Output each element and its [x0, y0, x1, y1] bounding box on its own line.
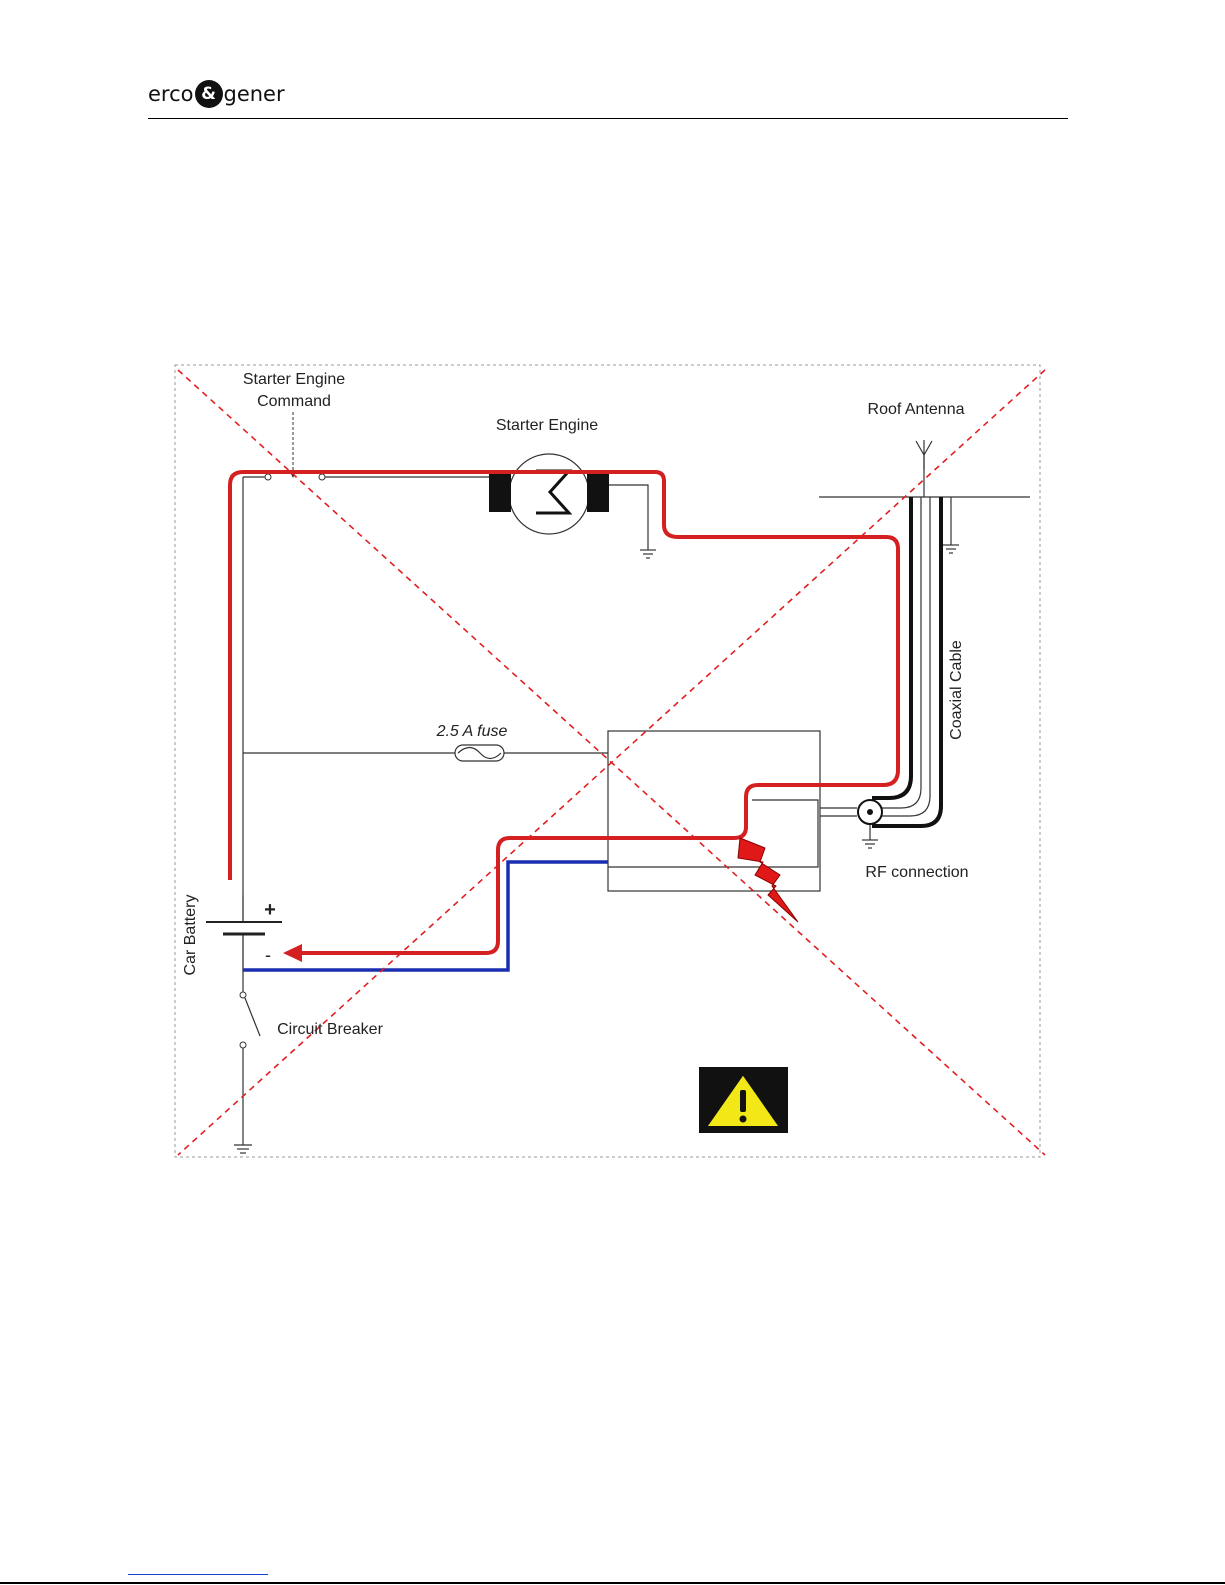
ground-icon	[234, 1145, 252, 1153]
starter-command-label-1: Starter Engine	[243, 371, 345, 388]
breaker-switch	[245, 998, 260, 1036]
switch-contact	[319, 474, 325, 480]
rf-connection-label: RF connection	[865, 864, 968, 881]
fuse-icon	[455, 745, 504, 761]
car-battery-label: Car Battery	[182, 895, 199, 976]
footer-divider	[0, 1582, 1225, 1584]
breaker-contact	[240, 1042, 246, 1048]
battery-plus-label: +	[264, 899, 276, 921]
starter-command-label-2: Command	[257, 393, 331, 410]
rf-connector	[858, 800, 882, 824]
antenna-icon	[916, 440, 932, 470]
battery-minus-label: -	[265, 945, 271, 965]
footer-link-underline	[128, 1574, 268, 1575]
coaxial-cable-label: Coaxial Cable	[948, 640, 965, 740]
warning-icon	[699, 1067, 788, 1133]
breaker-contact	[240, 992, 246, 998]
lightning-icon	[738, 838, 798, 922]
current-arrowhead	[283, 944, 302, 962]
starter-engine-label: Starter Engine	[496, 417, 598, 434]
coaxial-cable	[872, 497, 941, 826]
ground-icon	[640, 550, 656, 558]
motor-icon	[489, 454, 609, 534]
positive-wire	[230, 472, 898, 953]
roof-antenna-label: Roof Antenna	[868, 401, 965, 418]
fuse-label: 2.5 A fuse	[436, 723, 508, 740]
ground-icon	[862, 840, 878, 848]
ground-icon	[943, 545, 959, 553]
circuit-breaker-label: Circuit Breaker	[277, 1021, 383, 1038]
switch-contact	[265, 474, 271, 480]
